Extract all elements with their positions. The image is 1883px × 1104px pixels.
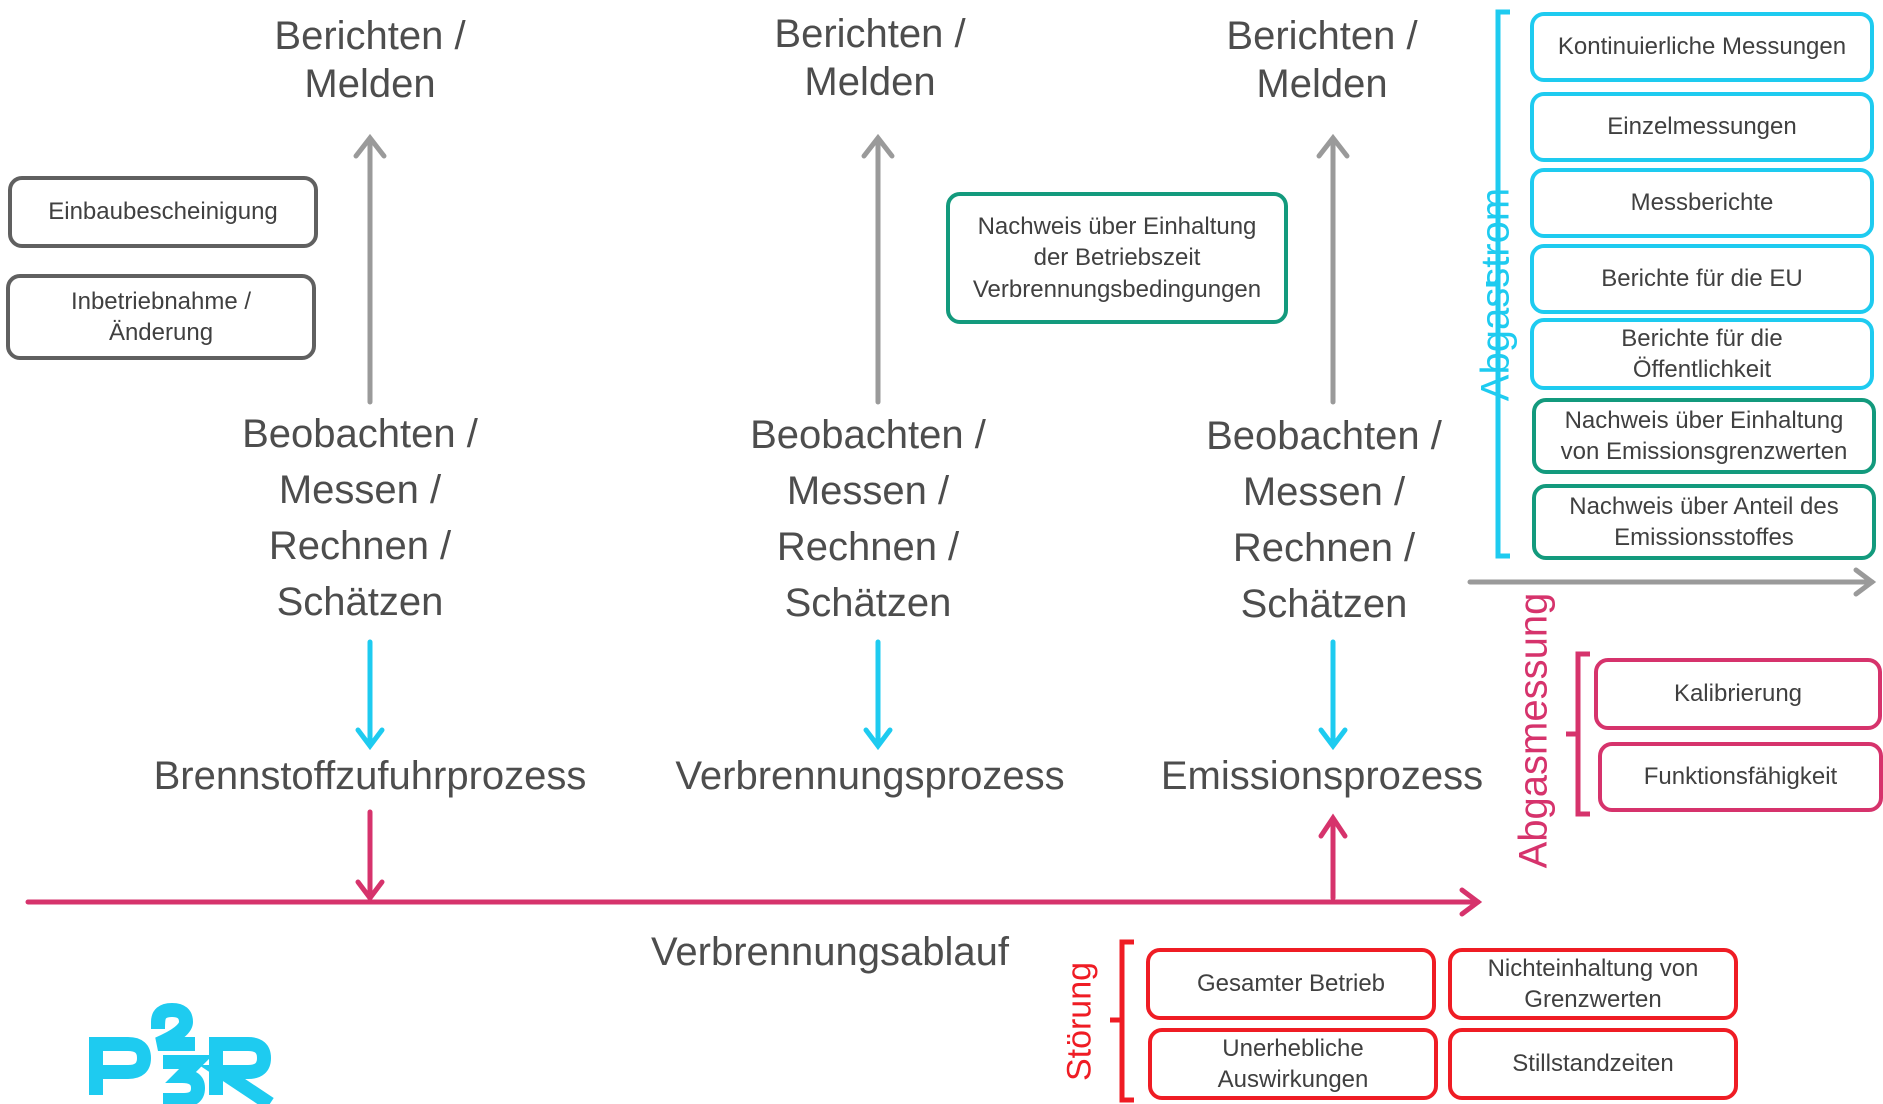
stillstandzeiten-box: Stillstandzeiten <box>1448 1028 1738 1100</box>
abgasstrom-arrow-head <box>1853 567 1877 597</box>
betriebszeit-nachweis-text: Nachweis über Einhaltung der Betriebszei… <box>972 213 1262 303</box>
inbetriebnahme-text: Inbetriebnahme / Änderung <box>70 287 252 346</box>
abgasstrom-item-7: Nachweis über Anteil des Emissionsstoffe… <box>1532 484 1876 560</box>
abgasstrom-bracket <box>1486 9 1510 559</box>
up-arrow-1-head <box>353 133 387 159</box>
down-arrow-2-head <box>863 727 893 751</box>
nichteinhaltung-text: Nichteinhaltung von Grenzwerten <box>1487 954 1699 1013</box>
inbetriebnahme-box: Inbetriebnahme / Änderung <box>6 274 316 360</box>
abgasstrom-item-4: Berichte für die EU <box>1530 244 1874 314</box>
report-label-3: Berichten / Melden <box>1226 14 1418 106</box>
abgasstrom-item-7-text: Nachweis über Anteil des Emissionsstoffe… <box>1569 492 1839 551</box>
stoerung-bracket <box>1110 939 1134 1103</box>
abgasstrom-item-6-text: Nachweis über Einhaltung von Emissionsgr… <box>1560 406 1848 465</box>
abgasstrom-item-2-text: Einzelmessungen <box>1607 113 1797 141</box>
pink-down-arrow-head <box>355 879 385 903</box>
abgasstrom-item-2: Einzelmessungen <box>1530 92 1874 162</box>
observe-label-1: Beobachten / Messen / Rechnen / Schätzen <box>242 412 478 624</box>
down-arrow-3-head <box>1318 727 1348 751</box>
stoerung-label: Störung <box>1060 961 1099 1082</box>
abgasstrom-item-5: Berichte für die Öffentlichkeit <box>1530 318 1874 390</box>
betriebszeit-nachweis-box: Nachweis über Einhaltung der Betriebszei… <box>946 192 1288 324</box>
up-arrow-2-head <box>861 133 895 159</box>
abgasstrom-item-3-text: Messberichte <box>1630 189 1774 217</box>
up-arrow-3-head <box>1316 133 1350 159</box>
report-label-2: Berichten / Melden <box>774 12 966 104</box>
abgasstrom-item-4-text: Berichte für die EU <box>1601 265 1803 293</box>
report-label-1: Berichten / Melden <box>274 14 466 106</box>
abgasmessung-bracket <box>1566 651 1590 817</box>
observe-label-3: Beobachten / Messen / Rechnen / Schätzen <box>1206 414 1442 626</box>
nichteinhaltung-box: Nichteinhaltung von Grenzwerten <box>1448 948 1738 1020</box>
process-label-3: Emissionsprozess <box>1160 754 1484 798</box>
einbaubescheinigung-box: Einbaubescheinigung <box>8 176 318 248</box>
process-label-2: Verbrennungsprozess <box>675 754 1065 798</box>
funktionsfaehigkeit-text: Funktionsfähigkeit <box>1643 763 1838 791</box>
unerhebliche-auswirkungen-text: Unerhebliche Auswirkungen <box>1217 1034 1369 1093</box>
gesamter-betrieb-text: Gesamter Betrieb <box>1196 970 1386 998</box>
abgasstrom-item-1-text: Kontinuierliche Messungen <box>1557 33 1847 61</box>
abgasstrom-label: Abgasstrom <box>1473 187 1518 402</box>
process-label-1: Brennstoffzufuhrprozess <box>153 754 587 798</box>
abgasstrom-item-3: Messberichte <box>1530 168 1874 238</box>
p2r-logo <box>89 1002 274 1104</box>
stillstandzeiten-text: Stillstandzeiten <box>1512 1050 1674 1078</box>
observe-label-2: Beobachten / Messen / Rechnen / Schätzen <box>750 413 986 625</box>
abgasmessung-label: Abgasmessung <box>1511 592 1556 869</box>
abgasstrom-item-1: Kontinuierliche Messungen <box>1530 12 1874 82</box>
down-arrow-1-head <box>355 727 385 751</box>
unerhebliche-auswirkungen-box: Unerhebliche Auswirkungen <box>1148 1028 1438 1100</box>
kalibrierung-text: Kalibrierung <box>1673 680 1803 708</box>
timeline-label: Verbrennungsablauf <box>650 930 1010 974</box>
timeline-head <box>1459 887 1483 917</box>
funktionsfaehigkeit-box: Funktionsfähigkeit <box>1598 742 1883 812</box>
einbaubescheinigung-text: Einbaubescheinigung <box>48 198 278 226</box>
kalibrierung-box: Kalibrierung <box>1594 658 1882 730</box>
abgasstrom-item-5-text: Berichte für die Öffentlichkeit <box>1621 324 1783 383</box>
gesamter-betrieb-box: Gesamter Betrieb <box>1146 948 1436 1020</box>
pink-up-arrow-head <box>1318 813 1348 839</box>
abgasstrom-item-6: Nachweis über Einhaltung von Emissionsgr… <box>1532 398 1876 474</box>
